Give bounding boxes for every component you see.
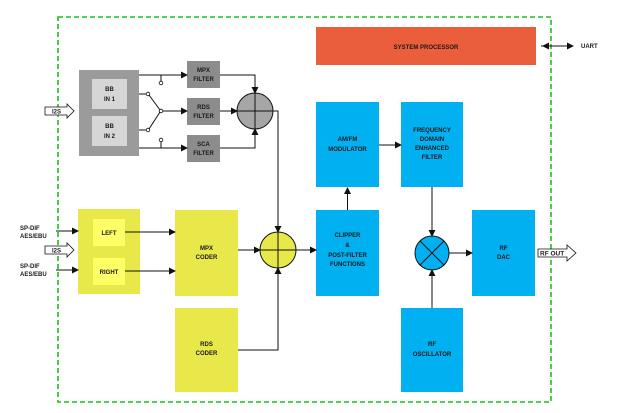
fdef-line4: FILTER bbox=[422, 155, 443, 161]
left-label: LEFT bbox=[102, 231, 117, 237]
bb-in-1-line2: IN 1 bbox=[104, 97, 116, 103]
modulator-line1: AM/FM bbox=[338, 137, 358, 143]
sca-filter-line2: FILTER bbox=[193, 151, 214, 157]
input-switch bbox=[139, 71, 188, 152]
bb-in-1-line1: BB bbox=[105, 87, 114, 93]
system-processor-label: SYSTEM PROCESSOR bbox=[394, 45, 459, 51]
spdif-2-line2: AES/EBU bbox=[20, 272, 47, 278]
i2s-mid-input: I2S bbox=[44, 242, 75, 258]
i2s-top-label: I2S bbox=[52, 110, 61, 116]
rds-coder-line1: RDS bbox=[200, 342, 213, 348]
clipper-line3: POST-FILTER bbox=[328, 253, 367, 259]
rds-filter-block: RDS FILTER bbox=[187, 98, 220, 125]
rds-coder-block: RDS CODER bbox=[175, 308, 238, 392]
left-block: LEFT bbox=[93, 219, 125, 246]
uart-port: UART bbox=[541, 42, 598, 50]
right-label: RIGHT bbox=[100, 270, 119, 276]
rds-coder-line2: CODER bbox=[196, 351, 218, 357]
clipper-line1: CLIPPER bbox=[334, 233, 361, 239]
sca-filter-line1: SCA bbox=[197, 142, 210, 148]
fdef-line2: DOMAIN bbox=[420, 137, 444, 143]
bb-in-1-block: BB IN 1 bbox=[92, 79, 127, 109]
spdif-2-line1: SP-DIF bbox=[20, 264, 40, 270]
rf-out-label: RF OUT bbox=[540, 251, 564, 258]
spdif-1-line1: SP-DIF bbox=[20, 226, 40, 232]
rds-filter-line2: FILTER bbox=[193, 114, 214, 120]
rf-osc-line2: OSCILLATOR bbox=[413, 352, 452, 358]
spdif-2-input: SP-DIF AES/EBU bbox=[20, 264, 79, 278]
fdef-line3: ENHANCED bbox=[415, 146, 450, 152]
mpx-coder-block: MPX CODER bbox=[175, 210, 238, 296]
bb-in-2-line1: BB bbox=[105, 124, 114, 130]
freq-domain-filter-block: FREQUENCY DOMAIN ENHANCED FILTER bbox=[401, 102, 463, 187]
coder-summing-junction bbox=[259, 231, 297, 269]
mpx-coder-line1: MPX bbox=[200, 246, 213, 252]
clipper-block: CLIPPER & POST-FILTER FUNCTIONS bbox=[316, 210, 379, 296]
mpx-coder-line2: CODER bbox=[196, 255, 218, 261]
rf-dac-block: RF DAC bbox=[472, 210, 535, 296]
rf-dac-line1: RF bbox=[500, 246, 508, 252]
system-processor-block: SYSTEM PROCESSOR bbox=[316, 27, 536, 65]
rf-out-port: RF OUT bbox=[537, 244, 577, 262]
bb-in-2-block: BB IN 2 bbox=[92, 116, 127, 146]
fdef-line1: FREQUENCY bbox=[413, 128, 451, 134]
i2s-mid-label: I2S bbox=[52, 249, 61, 255]
system-boundary bbox=[57, 16, 552, 403]
spdif-1-input: SP-DIF AES/EBU bbox=[20, 226, 79, 240]
uart-label: UART bbox=[581, 44, 598, 50]
am-fm-modulator-block: AM/FM MODULATOR bbox=[316, 102, 379, 187]
sca-filter-block: SCA FILTER bbox=[187, 135, 220, 162]
rds-filter-line1: RDS bbox=[197, 105, 210, 111]
rf-dac-line2: DAC bbox=[497, 255, 511, 261]
filter-summing-junction bbox=[236, 92, 274, 130]
rf-osc-line1: RF bbox=[428, 342, 436, 348]
bb-in-2-line2: IN 2 bbox=[104, 134, 116, 140]
spdif-1-line2: AES/EBU bbox=[20, 234, 47, 240]
rf-oscillator-block: RF OSCILLATOR bbox=[401, 308, 463, 392]
clipper-line4: FUNCTIONS bbox=[330, 262, 365, 268]
clipper-line2: & bbox=[345, 243, 350, 249]
mpx-filter-line2: FILTER bbox=[193, 77, 214, 83]
mpx-filter-block: MPX FILTER bbox=[187, 61, 220, 88]
rf-mixer bbox=[414, 235, 450, 271]
mpx-filter-line1: MPX bbox=[197, 68, 210, 74]
i2s-top-input: I2S bbox=[44, 103, 75, 119]
modulator-line2: MODULATOR bbox=[328, 147, 367, 153]
right-block: RIGHT bbox=[93, 258, 125, 285]
